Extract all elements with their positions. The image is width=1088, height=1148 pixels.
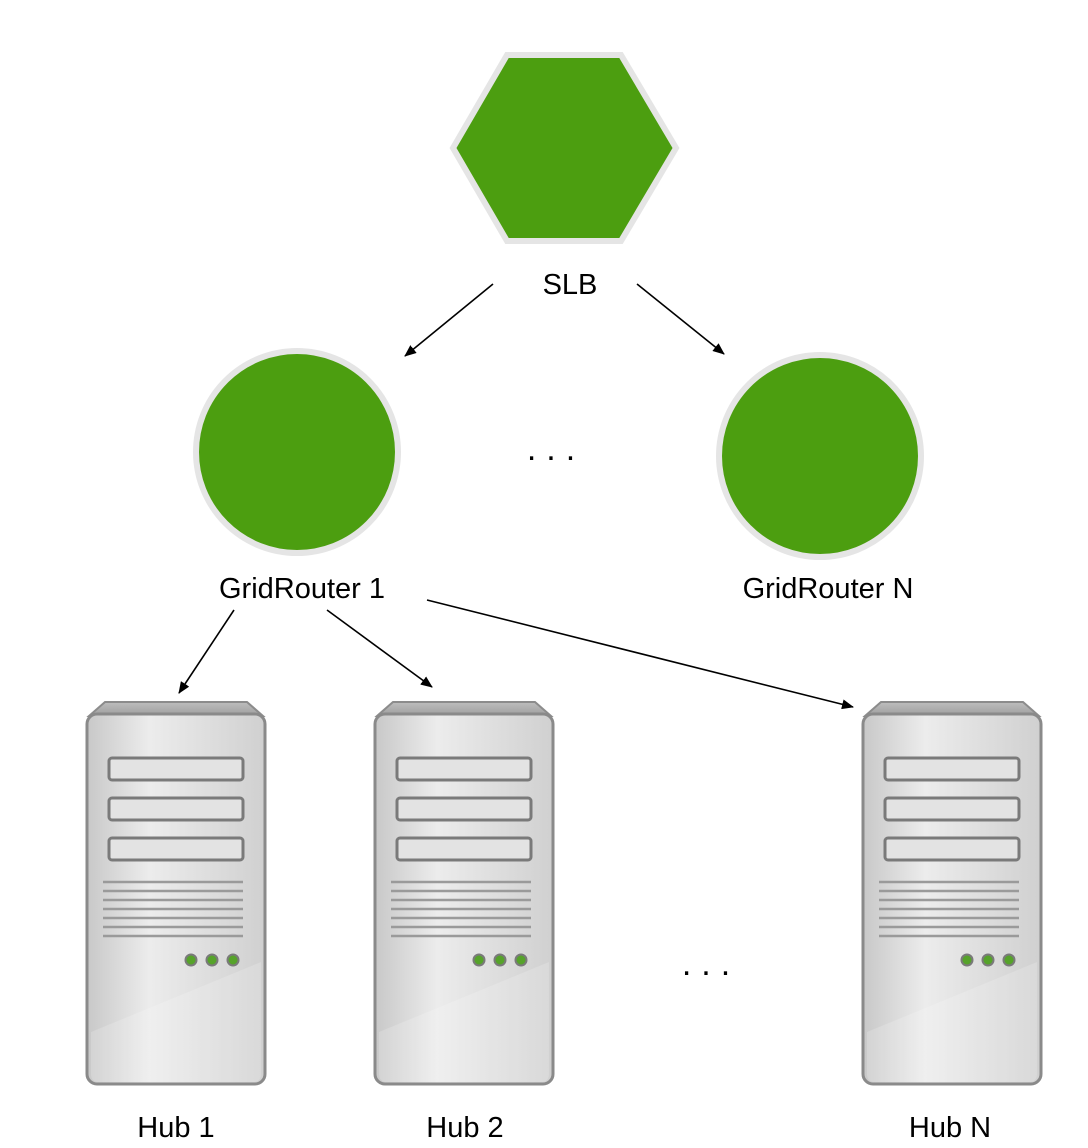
arrow-slb-to-router-1 [404, 283, 494, 357]
hexagon-icon [449, 52, 680, 244]
router-label-n: GridRouter N [743, 573, 914, 605]
circle-icon [716, 352, 924, 560]
arrow-router-1-to-hub-1 [178, 609, 235, 694]
hub-label-n: Hub N [909, 1112, 991, 1144]
arrow-router-1-to-hub-2 [326, 609, 433, 688]
arrow-router-1-to-hub-n [426, 599, 854, 710]
hubs-ellipsis: ... [682, 945, 740, 983]
slb-node: SLB [449, 52, 680, 301]
hub-label-2: Hub 2 [426, 1112, 503, 1144]
server-tower-icon [861, 700, 1043, 1086]
router-node-1: GridRouter 1 [193, 348, 401, 605]
server-tower-icon [373, 700, 555, 1086]
hub-node-n: Hub N [861, 700, 1043, 1144]
slb-label: SLB [543, 269, 598, 301]
router-node-n: GridRouter N [716, 352, 924, 605]
circle-icon [193, 348, 401, 556]
routers-ellipsis: ... [527, 430, 585, 468]
arrow-slb-to-router-n [636, 283, 725, 355]
router-label-1: GridRouter 1 [219, 573, 385, 605]
hub-label-1: Hub 1 [137, 1112, 214, 1144]
hub-node-2: Hub 2 [373, 700, 555, 1144]
server-tower-icon [85, 700, 267, 1086]
hub-node-1: Hub 1 [85, 700, 267, 1144]
